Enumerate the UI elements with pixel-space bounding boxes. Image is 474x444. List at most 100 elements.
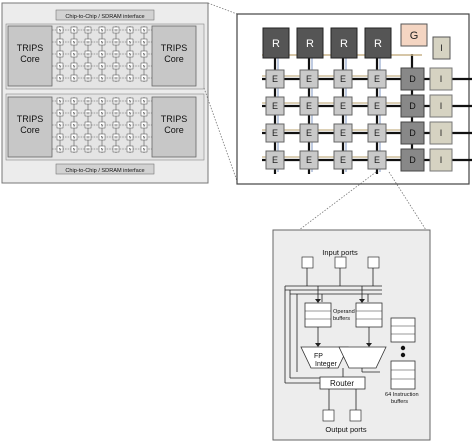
instruction-cache-tile: I xyxy=(429,148,453,172)
router-glyph: N xyxy=(59,65,62,69)
instruction-cache-tile: I xyxy=(429,67,453,91)
network-router-node xyxy=(56,145,64,153)
core-label: Core xyxy=(164,125,184,135)
network-router-node xyxy=(98,121,106,129)
execution-tile-label: E xyxy=(340,128,346,138)
execution-tile: E xyxy=(367,96,387,116)
router-glyph: N xyxy=(101,65,104,69)
register-tile-label: R xyxy=(306,38,314,50)
execution-tile-label: E xyxy=(374,101,380,111)
network-router-node xyxy=(126,121,134,129)
router-glyph: N xyxy=(129,148,132,152)
router-glyph: M xyxy=(87,148,90,152)
network-router-node xyxy=(84,50,92,58)
network-router-node xyxy=(126,26,134,34)
router-glyph: M xyxy=(115,65,118,69)
output-port xyxy=(349,409,362,422)
network-router-node xyxy=(126,74,134,82)
router-glyph: N xyxy=(73,53,76,57)
instruction-cache-tile-label: I xyxy=(440,155,443,165)
execution-tile: E xyxy=(367,123,387,143)
register-tile: R xyxy=(364,27,392,59)
execution-tile-label: E xyxy=(306,155,312,165)
router-glyph: M xyxy=(115,29,118,33)
router-glyph: N xyxy=(129,124,132,128)
router-glyph: N xyxy=(143,148,146,152)
network-router-node xyxy=(56,97,64,105)
router-glyph: N xyxy=(73,136,76,140)
core-label: TRIPS xyxy=(161,114,188,124)
register-tile-label: R xyxy=(272,38,280,50)
network-router-node xyxy=(126,145,134,153)
chip-panel: Chip-to-Chip / SDRAM interface Chip-to-C… xyxy=(1,2,209,184)
instruction-cache-tile: I xyxy=(429,94,453,118)
execution-tile-label: E xyxy=(374,74,380,84)
network-router-node xyxy=(140,145,148,153)
network-router-node xyxy=(70,97,78,105)
execution-tile: E xyxy=(333,150,353,170)
input-ports-label: Input ports xyxy=(322,248,358,257)
operand-buffer-left xyxy=(304,302,332,328)
router-glyph: N xyxy=(59,77,62,81)
register-tile: R xyxy=(296,27,324,59)
router-glyph: N xyxy=(59,100,62,104)
network-router-node xyxy=(126,38,134,46)
router-glyph: N xyxy=(143,65,146,69)
router-glyph: N xyxy=(73,65,76,69)
router-glyph: M xyxy=(87,53,90,57)
execution-tile: E xyxy=(265,69,285,89)
network-router-node xyxy=(84,97,92,105)
operand-buffers-label: buffers xyxy=(333,316,350,322)
network-router-node xyxy=(98,145,106,153)
bottom-interface-label: Chip-to-Chip / SDRAM interface xyxy=(65,168,144,174)
router-block xyxy=(319,376,366,390)
detail-connector-right xyxy=(388,171,427,231)
output-port xyxy=(322,409,335,422)
network-router-node xyxy=(112,145,120,153)
router-glyph: N xyxy=(143,112,146,116)
router-glyph: N xyxy=(59,124,62,128)
input-port xyxy=(301,256,314,269)
network-router-node xyxy=(112,38,120,46)
execution-tile-label: E xyxy=(306,101,312,111)
router-glyph: N xyxy=(143,100,146,104)
router-glyph: M xyxy=(87,77,90,81)
trips-core-bottom-right: TRIPS Core xyxy=(151,96,197,158)
execution-tile: E xyxy=(299,69,319,89)
network-router-node xyxy=(140,97,148,105)
core-label: Core xyxy=(20,125,40,135)
router-glyph: N xyxy=(129,29,132,33)
router-glyph: N xyxy=(129,53,132,57)
router-glyph: M xyxy=(115,136,118,140)
network-router-node xyxy=(84,145,92,153)
network-router-node xyxy=(70,26,78,34)
router-glyph: M xyxy=(115,77,118,81)
network-router-node xyxy=(98,97,106,105)
execution-tile-label: E xyxy=(340,155,346,165)
router-glyph: M xyxy=(115,41,118,45)
network-router-node xyxy=(112,133,120,141)
core-label: TRIPS xyxy=(161,43,188,53)
router-glyph: N xyxy=(143,29,146,33)
network-router-node xyxy=(140,121,148,129)
execution-tile-label: E xyxy=(306,128,312,138)
arrowhead xyxy=(315,343,321,347)
execution-tile-label: E xyxy=(374,155,380,165)
router-glyph: N xyxy=(143,124,146,128)
execution-tile-label: E xyxy=(340,74,346,84)
input-port xyxy=(367,256,380,269)
execution-tile: E xyxy=(265,123,285,143)
network-router-node xyxy=(84,26,92,34)
router-glyph: M xyxy=(115,148,118,152)
execution-tile: E xyxy=(333,69,353,89)
execution-tile: E xyxy=(265,150,285,170)
trips-core-top-left: TRIPS Core xyxy=(7,25,53,87)
network-router-node xyxy=(56,133,64,141)
router-glyph: N xyxy=(101,148,104,152)
network-router-node xyxy=(56,26,64,34)
network-router-node xyxy=(56,109,64,117)
network-router-node xyxy=(70,50,78,58)
execution-tile-label: E xyxy=(340,101,346,111)
